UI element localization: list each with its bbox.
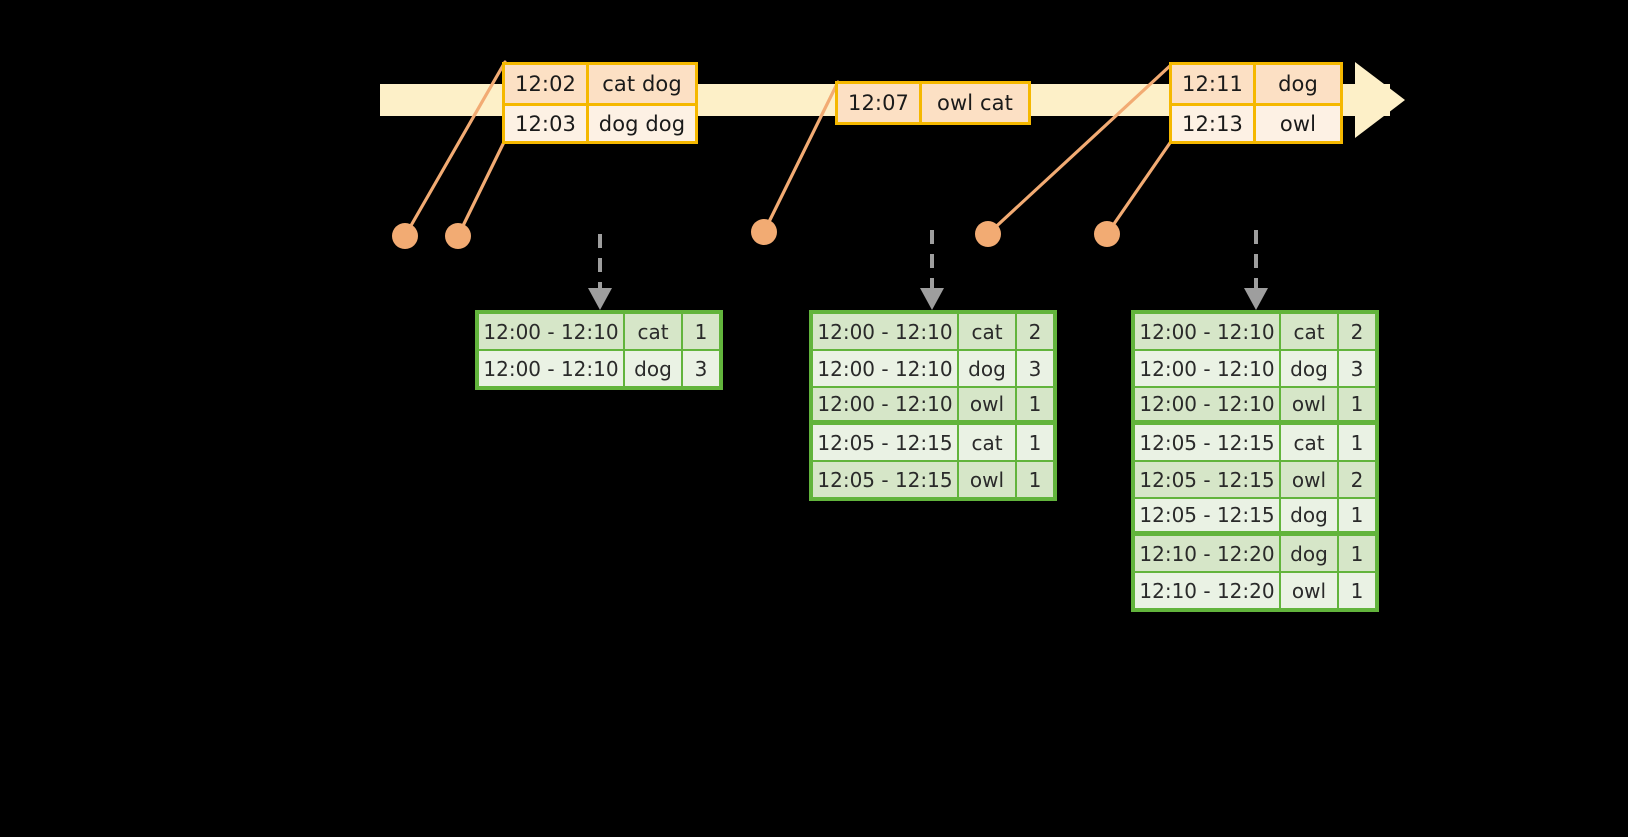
- event-group-3: 12:11 dog 12:13 owl: [1169, 62, 1343, 144]
- key-cell: dog: [958, 350, 1016, 387]
- event-dots: [392, 219, 1120, 249]
- key-cell: cat: [1280, 313, 1338, 350]
- event-words: owl: [1256, 106, 1340, 141]
- window-cell: 12:10 - 12:20: [1134, 535, 1280, 572]
- key-cell: cat: [958, 424, 1016, 461]
- count-cell: 1: [1338, 535, 1376, 572]
- event-row: 12:02 cat dog: [505, 65, 695, 103]
- key-cell: owl: [958, 387, 1016, 421]
- count-cell: 2: [1016, 313, 1054, 350]
- window-cell: 12:00 - 12:10: [1134, 313, 1280, 350]
- event-time: 12:03: [505, 106, 589, 141]
- event-dot-5: [1094, 221, 1120, 247]
- event-dot-2: [445, 223, 471, 249]
- count-cell: 3: [1338, 350, 1376, 387]
- key-cell: cat: [624, 313, 682, 350]
- event-words: dog dog: [589, 106, 695, 141]
- event-time: 12:11: [1172, 65, 1256, 103]
- key-cell: cat: [1280, 424, 1338, 461]
- event-group-2: 12:07 owl cat: [835, 81, 1031, 125]
- count-cell: 1: [1338, 387, 1376, 421]
- event-words: owl cat: [922, 84, 1028, 122]
- window-cell: 12:00 - 12:10: [478, 313, 624, 350]
- key-cell: cat: [958, 313, 1016, 350]
- count-cell: 1: [682, 313, 720, 350]
- dashed-arrows: [588, 230, 1268, 310]
- count-cell: 1: [1016, 424, 1054, 461]
- event-row: 12:07 owl cat: [838, 84, 1028, 122]
- dashed-arrow-1: [588, 234, 612, 310]
- window-cell: 12:05 - 12:15: [812, 424, 958, 461]
- event-row: 12:03 dog dog: [505, 103, 695, 141]
- key-cell: dog: [1280, 350, 1338, 387]
- event-words: dog: [1256, 65, 1340, 103]
- key-cell: dog: [1280, 498, 1338, 532]
- event-time: 12:07: [838, 84, 922, 122]
- window-cell: 12:00 - 12:10: [478, 350, 624, 387]
- window-cell: 12:00 - 12:10: [812, 313, 958, 350]
- count-cell: 3: [682, 350, 720, 387]
- key-cell: dog: [624, 350, 682, 387]
- event-dot-4: [975, 221, 1001, 247]
- count-cell: 1: [1338, 572, 1376, 609]
- window-cell: 12:00 - 12:10: [1134, 387, 1280, 421]
- key-cell: owl: [1280, 387, 1338, 421]
- event-dot-1: [392, 223, 418, 249]
- count-cell: 1: [1016, 461, 1054, 498]
- window-cell: 12:05 - 12:15: [812, 461, 958, 498]
- dashed-arrow-2: [920, 230, 944, 310]
- dashed-arrow-3: [1244, 230, 1268, 310]
- count-cell: 3: [1016, 350, 1054, 387]
- window-cell: 12:05 - 12:15: [1134, 424, 1280, 461]
- window-cell: 12:00 - 12:10: [1134, 350, 1280, 387]
- count-cell: 1: [1016, 387, 1054, 421]
- key-cell: owl: [1280, 572, 1338, 609]
- window-cell: 12:00 - 12:10: [812, 350, 958, 387]
- window-cell: 12:05 - 12:15: [1134, 461, 1280, 498]
- event-words: cat dog: [589, 65, 695, 103]
- count-cell: 1: [1338, 424, 1376, 461]
- count-cell: 2: [1338, 461, 1376, 498]
- event-row: 12:13 owl: [1172, 103, 1340, 141]
- event-group-1: 12:02 cat dog 12:03 dog dog: [502, 62, 698, 144]
- count-cell: 2: [1338, 313, 1376, 350]
- event-time: 12:13: [1172, 106, 1256, 141]
- window-cell: 12:00 - 12:10: [812, 387, 958, 421]
- key-cell: owl: [1280, 461, 1338, 498]
- window-cell: 12:10 - 12:20: [1134, 572, 1280, 609]
- event-row: 12:11 dog: [1172, 65, 1340, 103]
- key-cell: dog: [1280, 535, 1338, 572]
- count-cell: 1: [1338, 498, 1376, 532]
- window-cell: 12:05 - 12:15: [1134, 498, 1280, 532]
- event-dot-3: [751, 219, 777, 245]
- event-time: 12:02: [505, 65, 589, 103]
- key-cell: owl: [958, 461, 1016, 498]
